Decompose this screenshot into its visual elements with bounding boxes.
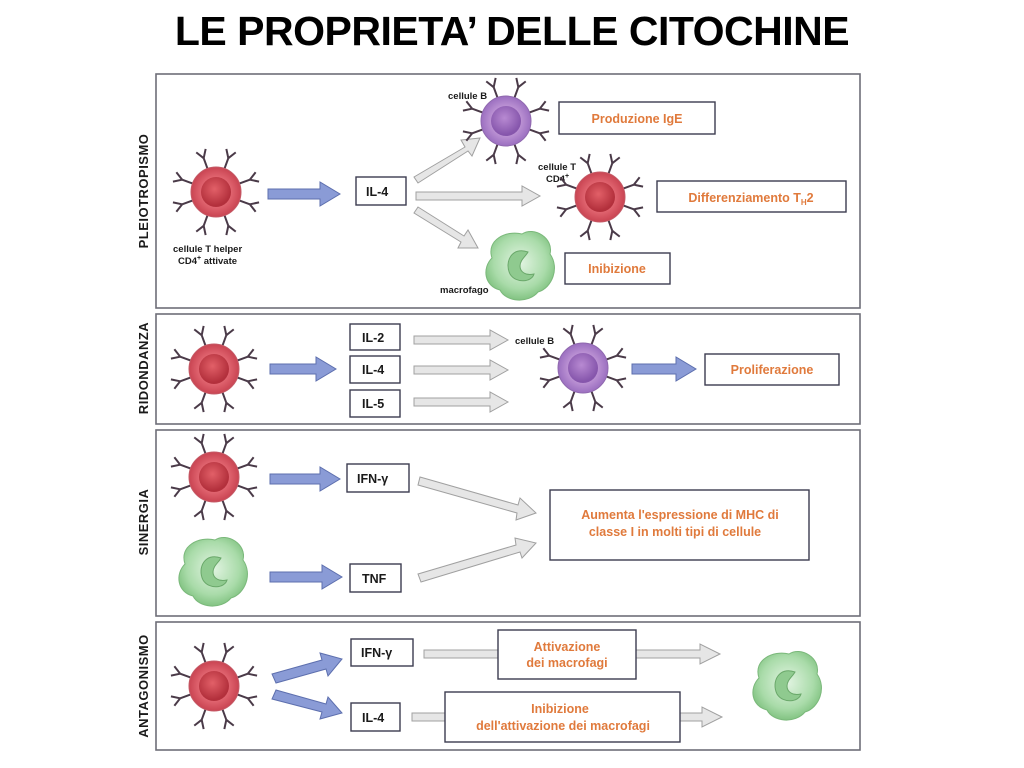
il5-box: IL-5 bbox=[349, 389, 401, 418]
effect-inhibition: Inibizione bbox=[564, 252, 671, 285]
arrow-to-inhibition bbox=[679, 706, 724, 728]
ifn-gamma-box: IFN-γ bbox=[350, 638, 414, 667]
svg-text:IL-4: IL-4 bbox=[362, 363, 384, 377]
secretion-arrow bbox=[269, 356, 337, 382]
arrow-il2 bbox=[413, 329, 510, 351]
proliferation-arrow bbox=[631, 356, 697, 382]
il4-box: IL-4 bbox=[350, 702, 401, 732]
svg-text:Aumenta l'espressione di MHC d: Aumenta l'espressione di MHC di bbox=[581, 508, 778, 522]
panel-pleiotropismo: PLEIOTROPISMO cellule T helper CD4+ atti… bbox=[136, 73, 861, 309]
t-cell-label-line2: CD4+ bbox=[546, 173, 569, 185]
t-helper-label-line2: CD4+ attivate bbox=[178, 255, 237, 267]
svg-text:Produzione IgE: Produzione IgE bbox=[592, 112, 683, 126]
svg-text:IL-2: IL-2 bbox=[362, 331, 384, 345]
il2-box: IL-2 bbox=[349, 323, 401, 351]
panel-antagonismo: ANTAGONISMO IFN-γ IL-4 Attivazione dei m… bbox=[136, 621, 861, 751]
sinergia-label: SINERGIA bbox=[136, 488, 151, 555]
svg-text:Inibizione: Inibizione bbox=[531, 702, 589, 716]
secretion-arrow bbox=[267, 181, 341, 207]
effect-mhc-expression: Aumenta l'espressione di MHC di classe I… bbox=[549, 489, 810, 561]
t-helper-label-line1: cellule T helper bbox=[173, 244, 242, 255]
arrow-to-macrophage-activation bbox=[635, 643, 722, 665]
b-cell-label: cellule B bbox=[448, 91, 487, 102]
svg-text:TNF: TNF bbox=[362, 572, 387, 586]
t-cell-label-line1: cellule T bbox=[538, 162, 576, 173]
effect-macrophage-activation: Attivazione dei macrofagi bbox=[497, 629, 637, 680]
panel-sinergia: SINERGIA IFN-γ TNF Aumenta l'espressione… bbox=[136, 429, 861, 617]
effect-ige-production: Produzione IgE bbox=[558, 101, 716, 135]
arrow-il4 bbox=[413, 359, 510, 381]
ifn-gamma-box: IFN-γ bbox=[346, 463, 410, 493]
secretion-arrow-ifn bbox=[271, 652, 343, 684]
arrow-ifn-to-effect bbox=[417, 476, 537, 521]
effect-th2-differentiation: Differenziamento TH2 bbox=[656, 180, 847, 213]
svg-text:IL-4: IL-4 bbox=[366, 185, 388, 199]
arrow-il5 bbox=[413, 391, 510, 413]
arrow-to-macrophage bbox=[413, 206, 479, 249]
svg-text:Differenziamento TH2: Differenziamento TH2 bbox=[688, 191, 813, 207]
arrow-ifn-shaft bbox=[423, 649, 499, 659]
effect-proliferation: Proliferazione bbox=[704, 353, 840, 386]
page-title: LE PROPRIETA’ DELLE CITOCHINE bbox=[174, 8, 850, 54]
svg-text:IL-4: IL-4 bbox=[362, 711, 384, 725]
svg-text:Attivazione: Attivazione bbox=[534, 640, 601, 654]
svg-text:dei macrofagi: dei macrofagi bbox=[526, 656, 607, 670]
svg-text:Proliferazione: Proliferazione bbox=[731, 363, 814, 377]
svg-text:dell'attivazione dei macrofagi: dell'attivazione dei macrofagi bbox=[476, 719, 650, 733]
svg-text:IL-5: IL-5 bbox=[362, 397, 384, 411]
secretion-arrow-il4 bbox=[271, 689, 343, 720]
arrow-il4-shaft bbox=[411, 712, 446, 722]
tnf-box: TNF bbox=[349, 563, 402, 593]
il4-box: IL-4 bbox=[349, 355, 401, 384]
secretion-arrow-ifn bbox=[269, 466, 341, 492]
panel-ridondanza: RIDONDANZA IL-2 IL-4 IL-5 cellule B Prol… bbox=[136, 313, 861, 425]
svg-text:IFN-γ: IFN-γ bbox=[357, 472, 388, 486]
ridondanza-label: RIDONDANZA bbox=[136, 322, 151, 414]
arrow-to-t-cell bbox=[415, 185, 542, 207]
secretion-arrow-tnf bbox=[269, 564, 343, 590]
arrow-to-b-cell bbox=[413, 137, 481, 184]
il4-box: IL-4 bbox=[355, 176, 407, 206]
arrow-tnf-to-effect bbox=[417, 537, 537, 583]
effect-inhibition-macrophage-activation: Inibizione dell'attivazione dei macrofag… bbox=[444, 691, 681, 743]
svg-text:classe I in molti tipi di cell: classe I in molti tipi di cellule bbox=[589, 525, 761, 539]
antagonismo-label: ANTAGONISMO bbox=[136, 634, 151, 737]
pleiotropismo-label: PLEIOTROPISMO bbox=[136, 134, 151, 249]
svg-text:IFN-γ: IFN-γ bbox=[361, 646, 392, 660]
svg-text:Inibizione: Inibizione bbox=[588, 262, 646, 276]
macrophage-label: macrofago bbox=[440, 285, 489, 296]
b-cell-label: cellule B bbox=[515, 336, 554, 347]
